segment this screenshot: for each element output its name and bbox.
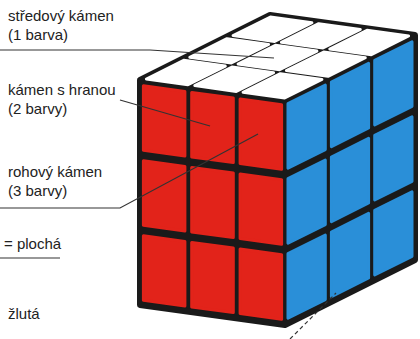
- callout-label: středový kámen (1 barva): [8, 6, 117, 44]
- rubiks-cube: [140, 15, 415, 325]
- sticker: [143, 161, 185, 231]
- sticker: [375, 117, 412, 200]
- sticker: [288, 85, 325, 168]
- sticker: [375, 42, 412, 125]
- sticker: [288, 235, 325, 318]
- leader-line: [120, 100, 210, 126]
- leader-line: [290, 293, 336, 339]
- sticker: [288, 160, 325, 243]
- sticker: [331, 63, 368, 146]
- cube-body: [140, 15, 415, 325]
- sticker: [331, 213, 368, 296]
- callout-label: rohový kámen (3 barvy): [8, 162, 106, 200]
- sticker: [331, 138, 368, 221]
- sticker: [240, 249, 282, 319]
- sticker: [192, 167, 234, 237]
- callout-label: žlutá: [8, 304, 40, 323]
- leaders: [0, 50, 336, 339]
- sticker: [375, 192, 412, 275]
- leader-line: [0, 50, 274, 58]
- callout-label: kámen s hranou (2 barvy): [8, 80, 119, 118]
- sticker: [192, 242, 234, 312]
- sticker: [192, 92, 234, 162]
- stickers: [143, 17, 412, 319]
- leader-line: [0, 134, 258, 208]
- sticker: [240, 174, 282, 244]
- callout-label: = plochá: [4, 234, 61, 253]
- sticker: [240, 99, 282, 169]
- sticker: [143, 236, 185, 306]
- sticker: [143, 86, 185, 156]
- leader-line: [0, 257, 60, 258]
